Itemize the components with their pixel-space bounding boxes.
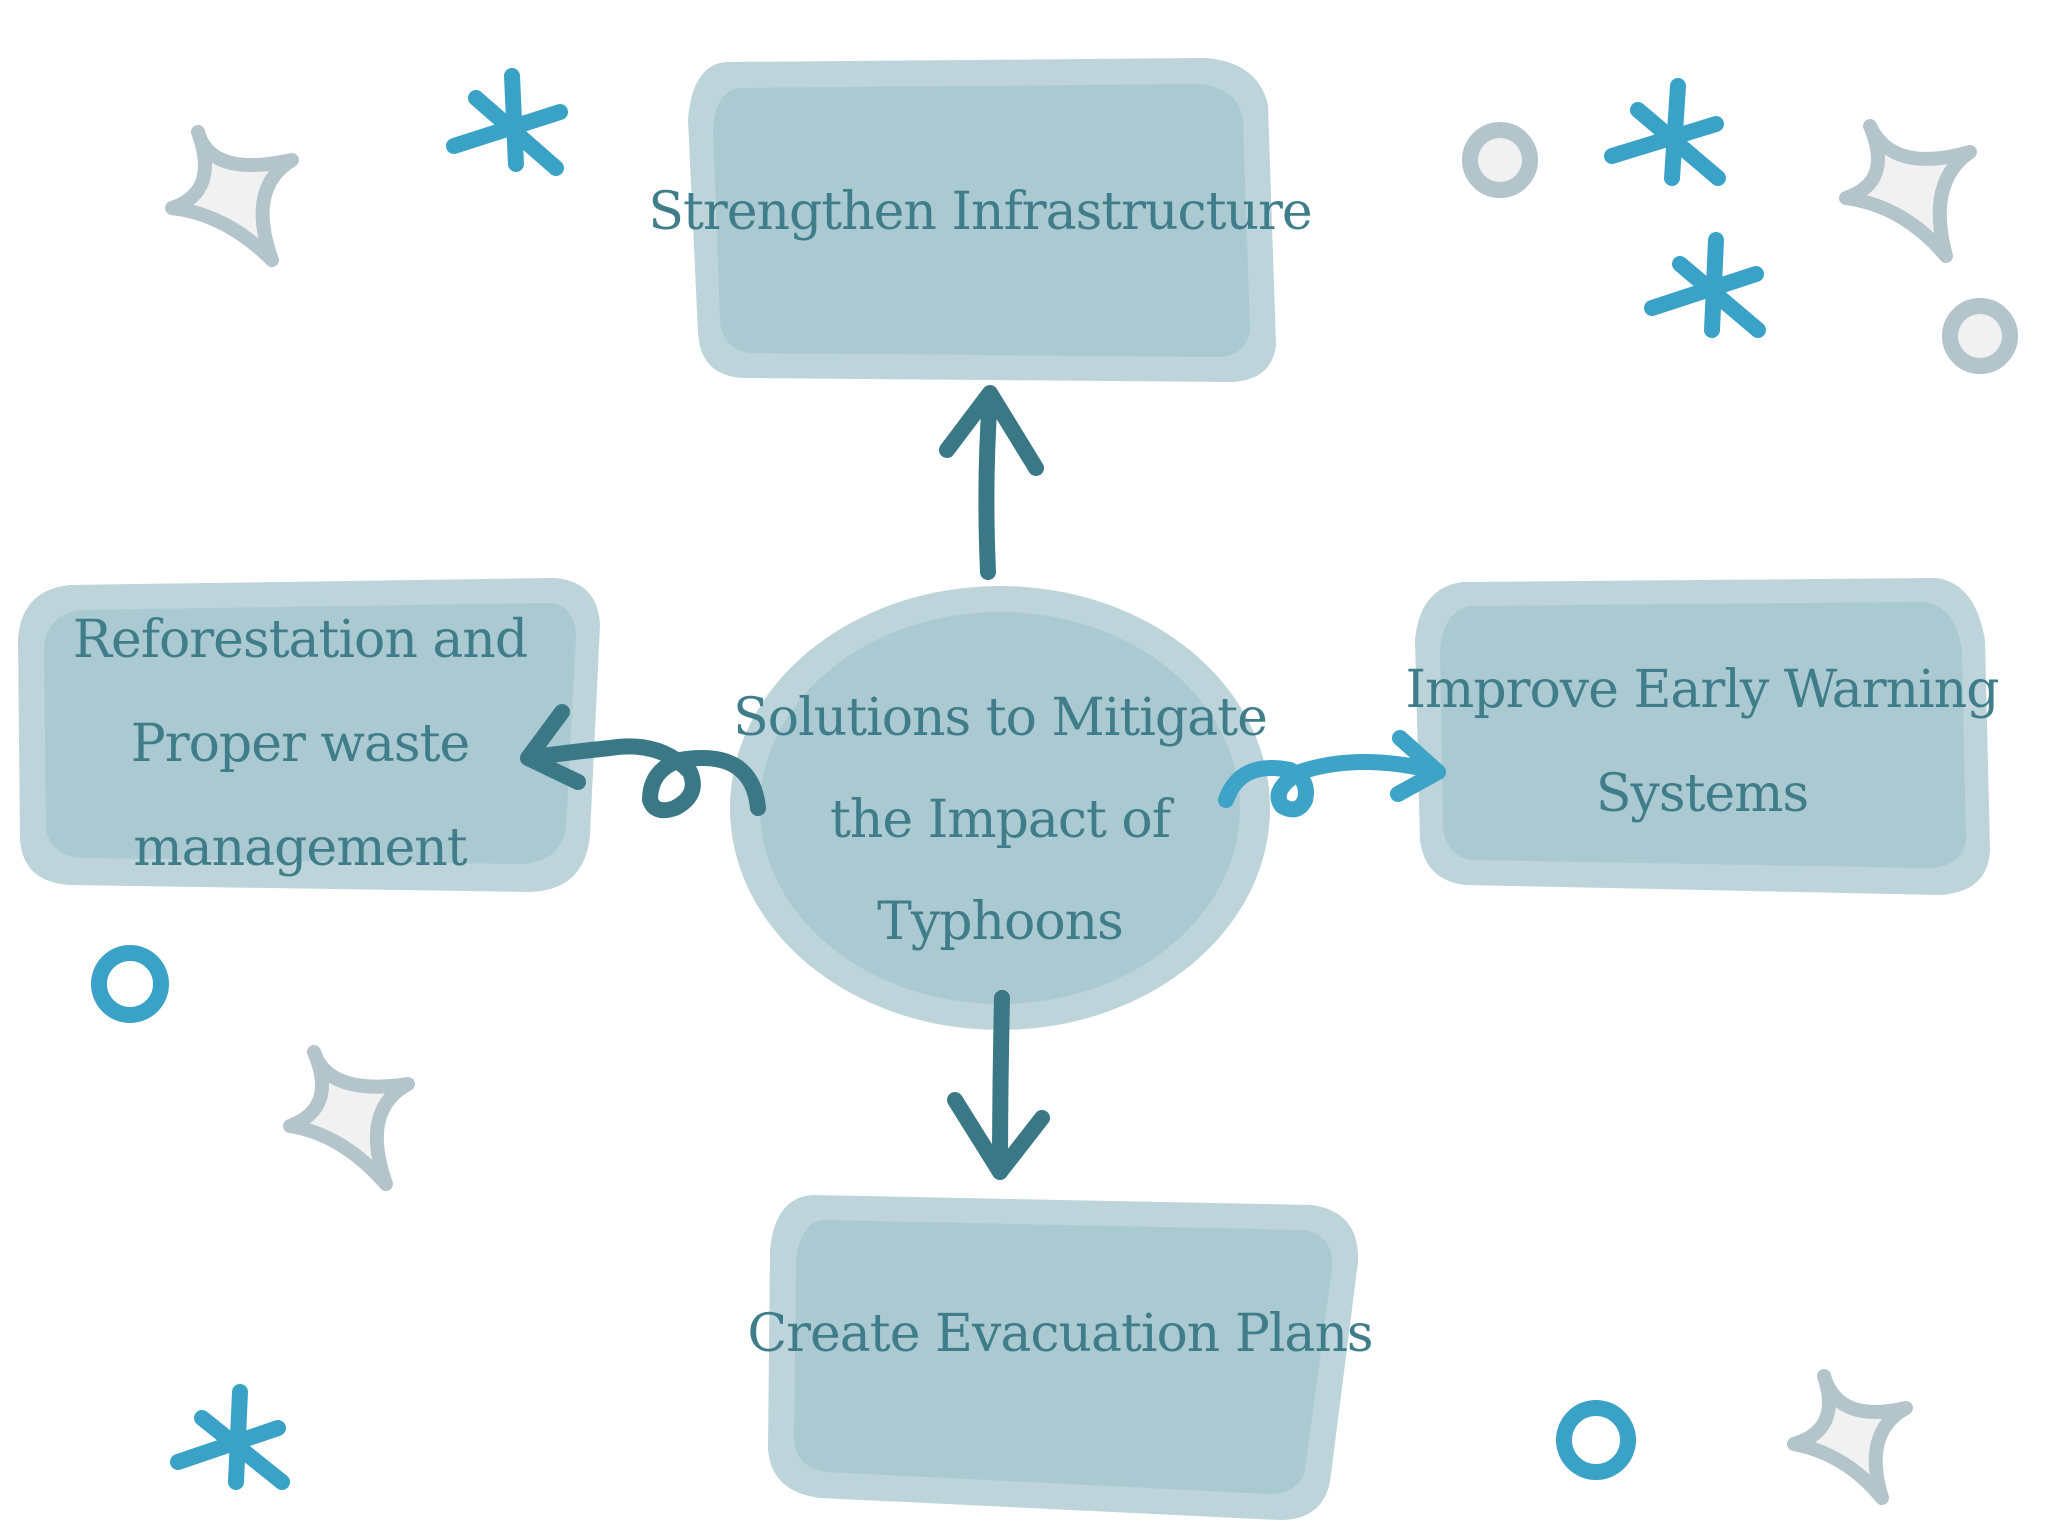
box-bottom [768,1195,1359,1520]
arrow-right [1218,730,1446,818]
left-label-line-2: Proper waste [130,714,470,774]
sparkle-icon [165,125,299,267]
top-label-line-1: Strengthen Infrastructure [648,182,1312,242]
sparkle-icon [1787,1369,1913,1505]
box-right [1415,578,1990,895]
left-label: Reforestation and Proper waste managemen… [40,588,560,900]
arrow-up [939,385,1044,580]
sparkle-icon [283,1045,415,1191]
arrow-left [520,704,766,819]
asterisk-icon [446,68,568,176]
center-ellipse [730,586,1270,1030]
asterisk-icon [1644,232,1766,338]
left-label-line-1: Reforestation and [72,610,528,670]
center-label: Solutions to Mitigate the Impact of Typh… [733,670,1268,970]
arrow-down [947,990,1050,1180]
asterisk-icon [170,1384,290,1490]
right-label: Improve Early Warning Systems [1405,638,1999,846]
asterisk-icon [1604,78,1726,186]
ring-icon [91,945,169,1023]
ring-icon [1556,1400,1636,1480]
right-label-line-1: Improve Early Warning [1405,660,1999,720]
box-top [688,58,1276,382]
bottom-label: Create Evacuation Plans [747,1282,1373,1386]
ring-icon [1942,298,2018,374]
box-left [18,578,600,892]
top-label: Strengthen Infrastructure [648,160,1312,264]
center-label-line-1: Solutions to Mitigate [733,688,1268,748]
bottom-label-line-1: Create Evacuation Plans [747,1304,1373,1364]
sparkle-icon [1839,119,1977,263]
left-label-line-3: management [133,818,467,878]
right-label-line-2: Systems [1595,764,1809,824]
center-label-line-2: the Impact of [830,790,1171,850]
center-label-line-3: Typhoons [877,892,1124,952]
ring-icon [1462,122,1538,198]
